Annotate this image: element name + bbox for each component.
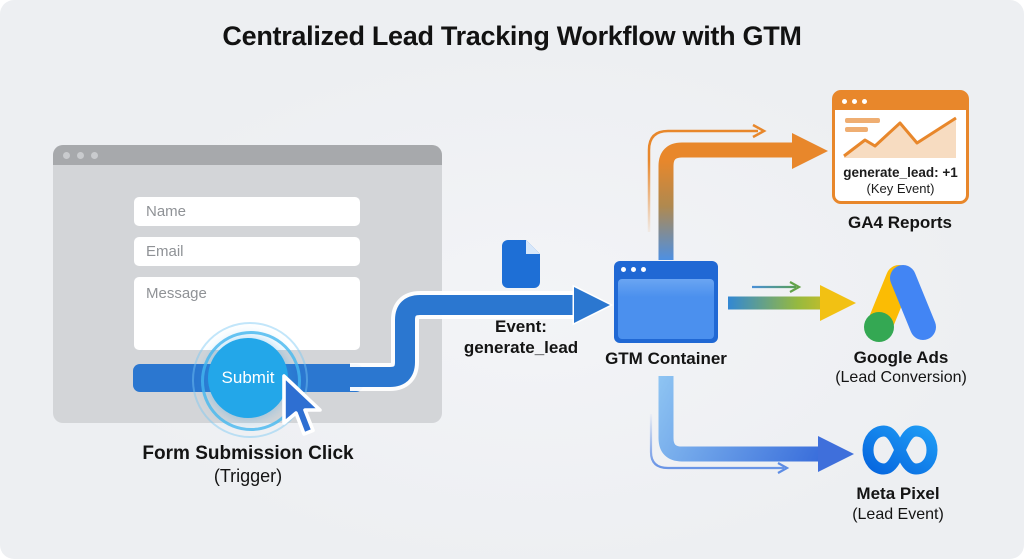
gtm-label: GTM Container — [605, 349, 727, 368]
ga4-text-placeholder-line — [845, 118, 880, 123]
ga4-result-line2: (Key Event) — [866, 181, 935, 196]
window-dot-icon — [63, 151, 70, 159]
window-dot-icon — [77, 151, 84, 159]
ga4-result-line1: generate_lead: +1 — [843, 165, 958, 180]
name-field — [134, 197, 360, 226]
ga4-report-card: generate_lead: +1 (Key Event) — [832, 90, 969, 204]
click-ripple-circle — [208, 338, 288, 418]
window-dot-icon — [641, 267, 646, 272]
window-dot-icon — [621, 267, 626, 272]
gtm-window-body — [618, 279, 714, 339]
meta-pixel-sublabel: (Lead Event) — [852, 506, 944, 523]
email-field — [134, 237, 360, 266]
event-label-line1: Event: — [495, 317, 547, 336]
click-ripple-inner-ring — [201, 331, 301, 431]
meta-pixel-label: Meta Pixel — [856, 484, 940, 503]
form-caption: Form Submission Click — [142, 443, 354, 464]
ga4-card-titlebar — [835, 93, 966, 110]
gtm-to-meta-arrow — [649, 376, 854, 474]
ga4-text-placeholder-line — [845, 127, 868, 132]
google-ads-logo-icon — [864, 265, 936, 342]
click-ripple-outer-ring — [192, 322, 308, 438]
ga4-label: GA4 Reports — [848, 213, 952, 232]
google-ads-label: Google Ads — [853, 348, 949, 367]
page-title: Centralized Lead Tracking Workflow with … — [222, 21, 802, 51]
google-ads-sublabel: (Lead Conversion) — [835, 369, 967, 386]
gtm-window-titlebar — [614, 261, 718, 278]
cursor-icon — [282, 374, 322, 436]
form-caption-sub: (Trigger) — [213, 466, 283, 486]
document-icon — [502, 240, 540, 288]
form-browser-window: Message — [53, 145, 442, 423]
submit-button-label: Submit — [221, 368, 275, 387]
gtm-container-icon — [614, 261, 718, 343]
window-dot-icon — [91, 151, 98, 159]
gtm-to-googleads-arrow — [728, 281, 856, 321]
window-dot-icon — [852, 99, 857, 104]
ga4-chart-sparkline-icon — [843, 116, 957, 158]
window-dot-icon — [631, 267, 636, 272]
gtm-to-ga4-arrow — [647, 123, 828, 260]
window-dot-icon — [842, 99, 847, 104]
window-titlebar — [53, 145, 442, 165]
meta-logo-icon — [862, 425, 938, 475]
window-dot-icon — [862, 99, 867, 104]
